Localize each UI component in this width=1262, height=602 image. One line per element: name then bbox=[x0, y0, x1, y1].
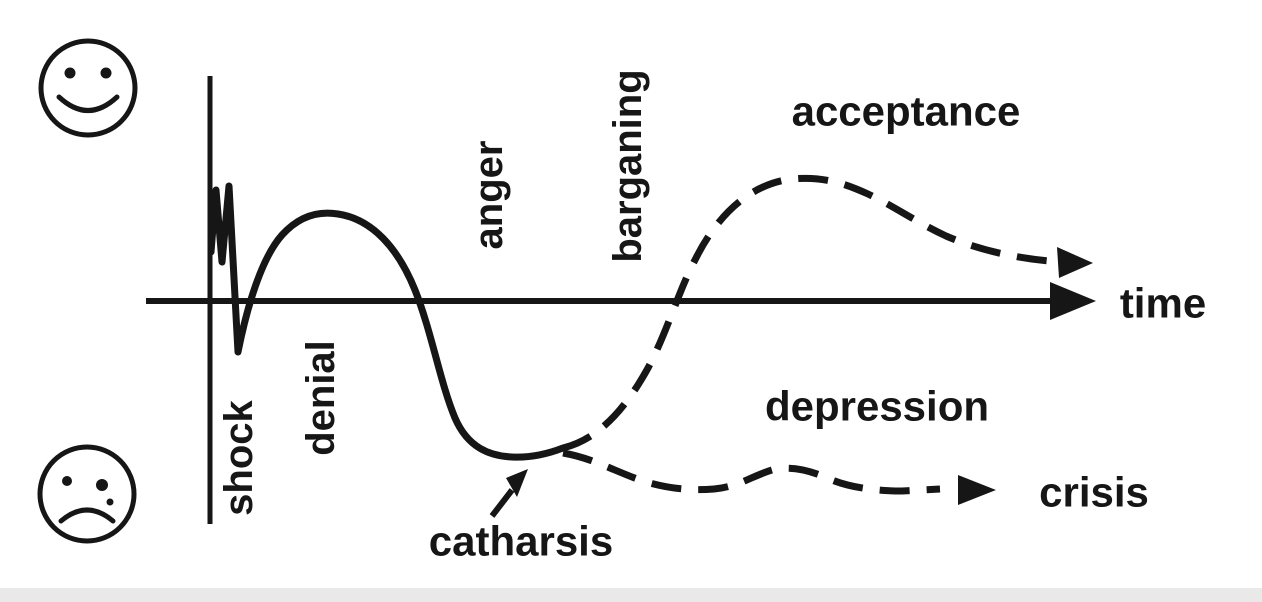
catharsis-pointer-arrow bbox=[506, 469, 528, 497]
stage-label-denial: denial bbox=[299, 340, 343, 456]
happy-face-icon bbox=[38, 38, 138, 138]
depression-curve-dashed bbox=[562, 449, 941, 495]
happy-face-left-eye bbox=[64, 67, 76, 79]
catharsis-pointer-line bbox=[489, 488, 515, 518]
sad-face-frown bbox=[58, 507, 116, 524]
happy-face-smile bbox=[56, 94, 120, 113]
stage-label-acceptance: acceptance bbox=[792, 88, 1021, 135]
stage-label-catharsis: catharsis bbox=[429, 518, 613, 565]
stage-label-shock: shock bbox=[217, 399, 261, 515]
sad-face-left-eye bbox=[62, 476, 72, 486]
stage-label-crisis: crisis bbox=[1039, 469, 1149, 516]
happy-face-right-eye bbox=[100, 67, 112, 79]
time-axis-arrow bbox=[1050, 282, 1096, 320]
crisis-curve-arrow bbox=[958, 475, 996, 505]
sad-face-tear bbox=[106, 498, 114, 506]
grief-curve-solid bbox=[207, 182, 567, 461]
sad-face-icon bbox=[37, 444, 137, 544]
footer-strip bbox=[0, 588, 1262, 602]
stage-label-bargaining: barganing bbox=[606, 69, 650, 262]
sad-face-right-eye bbox=[96, 479, 108, 491]
stage-label-depression: depression bbox=[765, 383, 989, 430]
time-axis-label: time bbox=[1120, 280, 1206, 327]
acceptance-curve-arrow bbox=[1057, 247, 1093, 278]
acceptance-curve-dashed bbox=[562, 174, 1051, 452]
sad-face-outline bbox=[37, 444, 137, 544]
happy-face-outline bbox=[38, 38, 138, 138]
stage-label-anger: anger bbox=[467, 141, 511, 250]
